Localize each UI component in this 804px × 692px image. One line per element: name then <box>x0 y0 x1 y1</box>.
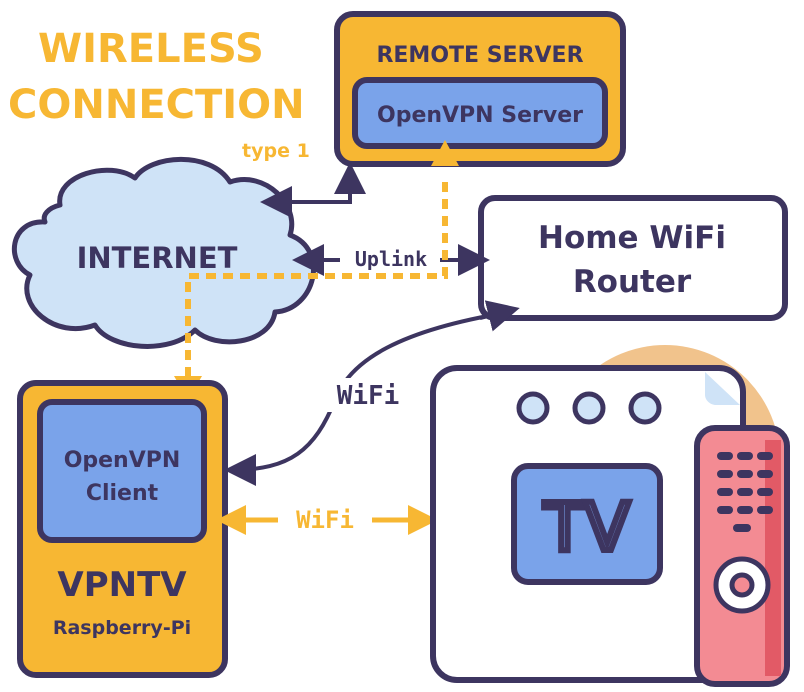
home-wifi-router-box: Home WiFi Router <box>478 195 788 321</box>
diagram-title: WIRELESS CONNECTION type 1 <box>8 26 310 162</box>
remote-server-box: REMOTE SERVER OpenVPN Server <box>334 11 626 167</box>
vpntv-subtitle: Raspberry-Pi <box>53 617 191 639</box>
openvpn-server-box <box>352 77 608 149</box>
tunnel-arrowhead-up <box>431 140 459 166</box>
uplink-link: Uplink <box>292 244 490 276</box>
openvpn-client-line2: Client <box>86 481 159 506</box>
remote-control-icon <box>694 425 790 687</box>
title-line2: CONNECTION <box>8 82 305 128</box>
vpntv-name: VPNTV <box>57 565 187 605</box>
tv-screen <box>511 463 663 585</box>
openvpn-client-box <box>37 399 207 543</box>
wifi-router-label: WiFi <box>337 381 400 411</box>
router-label-line2: Router <box>573 264 692 300</box>
tv-knob-2 <box>572 391 606 425</box>
tv-illustration: TV <box>430 345 790 687</box>
vpntv-box: OpenVPN Client VPNTV Raspberry-Pi <box>17 380 228 678</box>
title-line1: WIRELESS <box>38 26 264 72</box>
uplink-label: Uplink <box>355 247 427 271</box>
openvpn-server-label: OpenVPN Server <box>377 103 583 128</box>
openvpn-client-line1: OpenVPN <box>64 448 181 473</box>
internet-server-link <box>260 162 366 218</box>
title-subtitle: type 1 <box>242 140 310 162</box>
tv-knob-1 <box>516 391 550 425</box>
tv-screen-label: TV <box>543 489 629 566</box>
wifi-tv-label: WiFi <box>296 506 354 534</box>
internet-label: INTERNET <box>77 241 238 275</box>
tv-knob-3 <box>628 391 662 425</box>
wifi-tv-link: WiFi <box>216 505 438 535</box>
router-label-line1: Home WiFi <box>538 220 726 256</box>
internet-cloud: INTERNET <box>12 156 316 349</box>
remote-server-label: REMOTE SERVER <box>376 43 583 68</box>
wifi-router-link: WiFi <box>224 300 520 486</box>
